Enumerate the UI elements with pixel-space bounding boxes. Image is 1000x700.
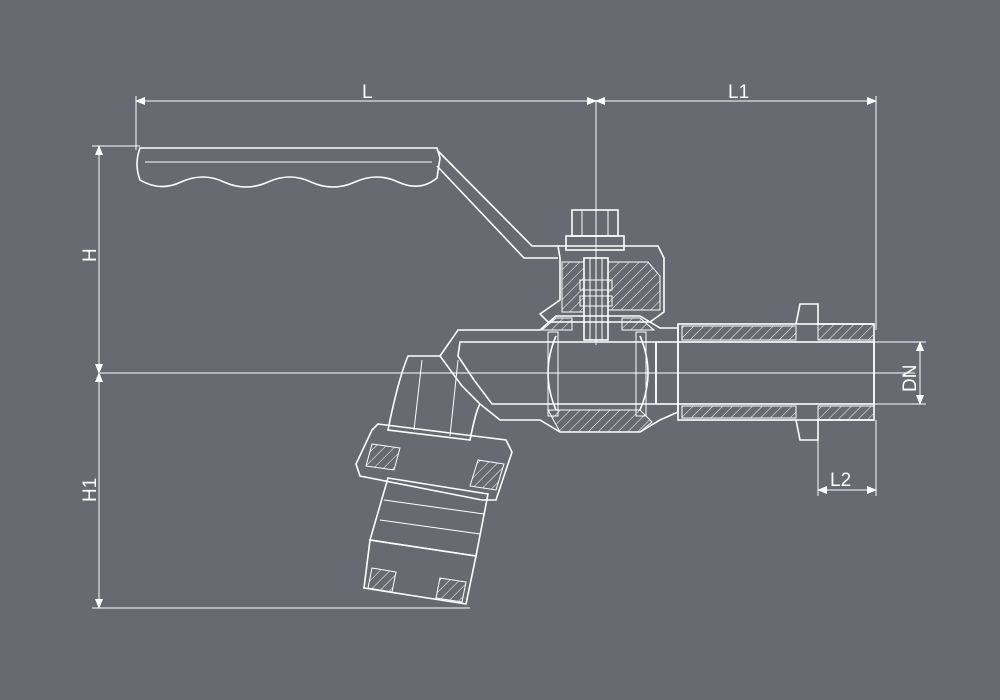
dimension-label-H: H: [80, 248, 101, 262]
threaded-end: [655, 303, 875, 441]
dimension-label-DN: DN: [900, 365, 921, 392]
dimension-label-L2: L2: [830, 470, 851, 491]
stem-assembly: [538, 209, 665, 341]
dimension-label-L1: L1: [728, 82, 749, 103]
dimension-lines: [92, 96, 926, 609]
center-lines: [100, 100, 915, 374]
hose-spout: [355, 355, 513, 605]
handle-lever: [136, 147, 560, 259]
dimension-label-H1: H1: [80, 478, 101, 502]
dimension-label-L: L: [362, 82, 373, 103]
